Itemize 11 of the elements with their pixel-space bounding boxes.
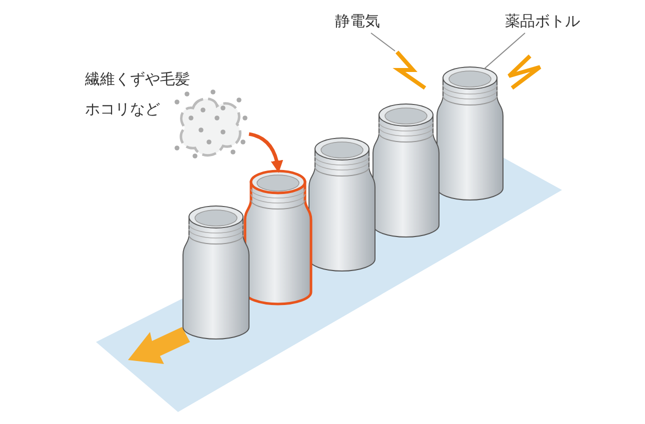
leader-line xyxy=(370,32,396,52)
label-text: 静電気 xyxy=(335,12,380,30)
bottle-drawing xyxy=(372,103,440,238)
bottle-drawing xyxy=(436,66,504,201)
bottle-drawing xyxy=(308,137,376,272)
leader-line xyxy=(484,32,526,70)
lightning-icon xyxy=(393,48,429,92)
label-text: 薬品ボトル xyxy=(505,12,580,30)
bottle-drawing xyxy=(244,170,312,305)
caption-text: 繊維くずや毛髪ホコリなど xyxy=(85,69,191,120)
bottle-drawing xyxy=(182,205,250,340)
